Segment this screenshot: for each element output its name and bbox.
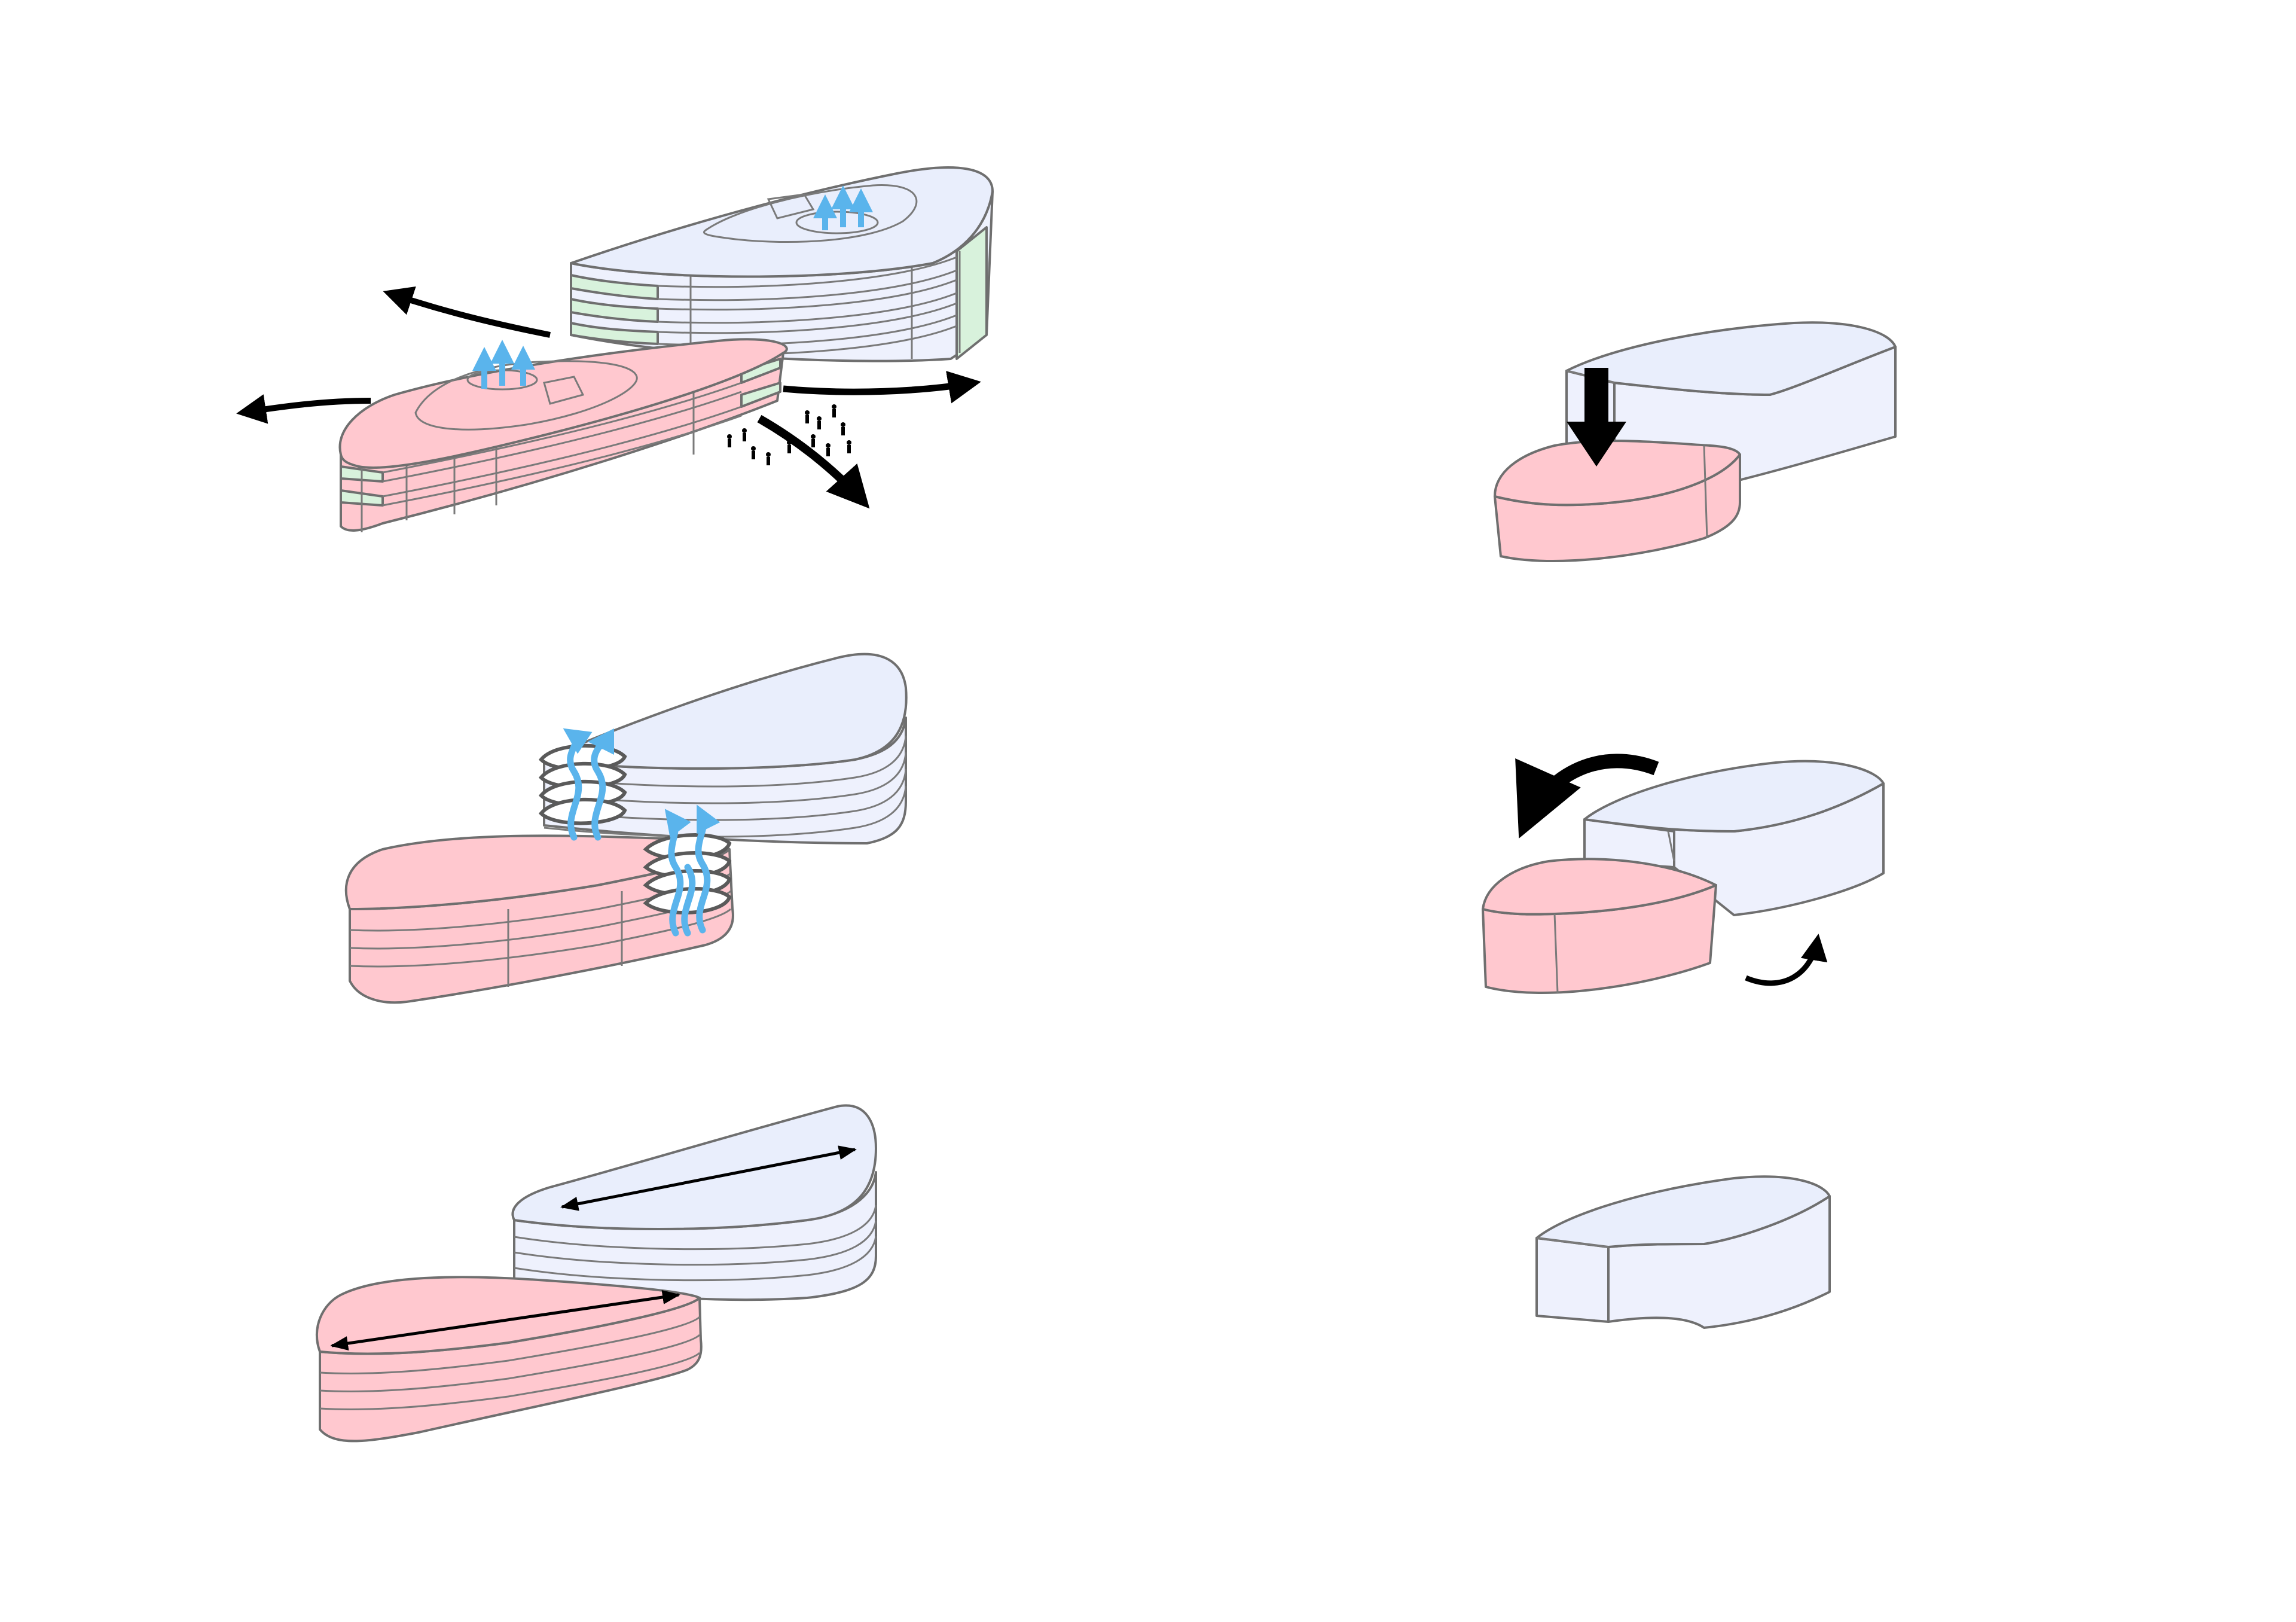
massing-block-pink: [1494, 440, 1741, 563]
air-flow-arrow-icon: [563, 728, 720, 937]
building-pink-stack: [344, 833, 734, 1004]
panel-left-top: [236, 166, 994, 532]
building-lavender-tall: [570, 166, 994, 362]
panel-left-bottom: [316, 1104, 877, 1443]
arrow-southeast-icon: [757, 414, 870, 509]
arrow-northwest-icon: [383, 286, 551, 338]
panel-right-top: [1494, 321, 1897, 563]
panel-right-middle: [1482, 754, 1885, 994]
massing-block-lavender-rotate: [1583, 760, 1885, 916]
building-lavender-stack: [538, 653, 908, 844]
double-headed-arrow-icon: [330, 1290, 680, 1350]
building-pink-long: [338, 338, 788, 532]
rotate-arrow-icon: [1515, 754, 1659, 839]
air-flow-arrow-icon: [813, 185, 873, 230]
massing-block-lavender-single: [1535, 1175, 1831, 1329]
double-headed-arrow-icon: [560, 1145, 857, 1211]
arrow-west-icon: [236, 394, 371, 424]
arrow-east-icon: [783, 371, 981, 404]
air-flow-arrow-icon: [472, 340, 535, 389]
building-lavender-stack-lower: [511, 1104, 877, 1301]
arrow-down-icon: [1567, 368, 1626, 467]
people-icon: [727, 404, 851, 465]
panel-right-bottom: [1535, 1175, 1831, 1329]
panel-left-middle: [344, 653, 908, 1004]
rotate-arrow-icon: [1745, 934, 1828, 986]
building-pink-stack-lower: [316, 1276, 703, 1443]
massing-block-pink-rotate: [1482, 858, 1717, 994]
